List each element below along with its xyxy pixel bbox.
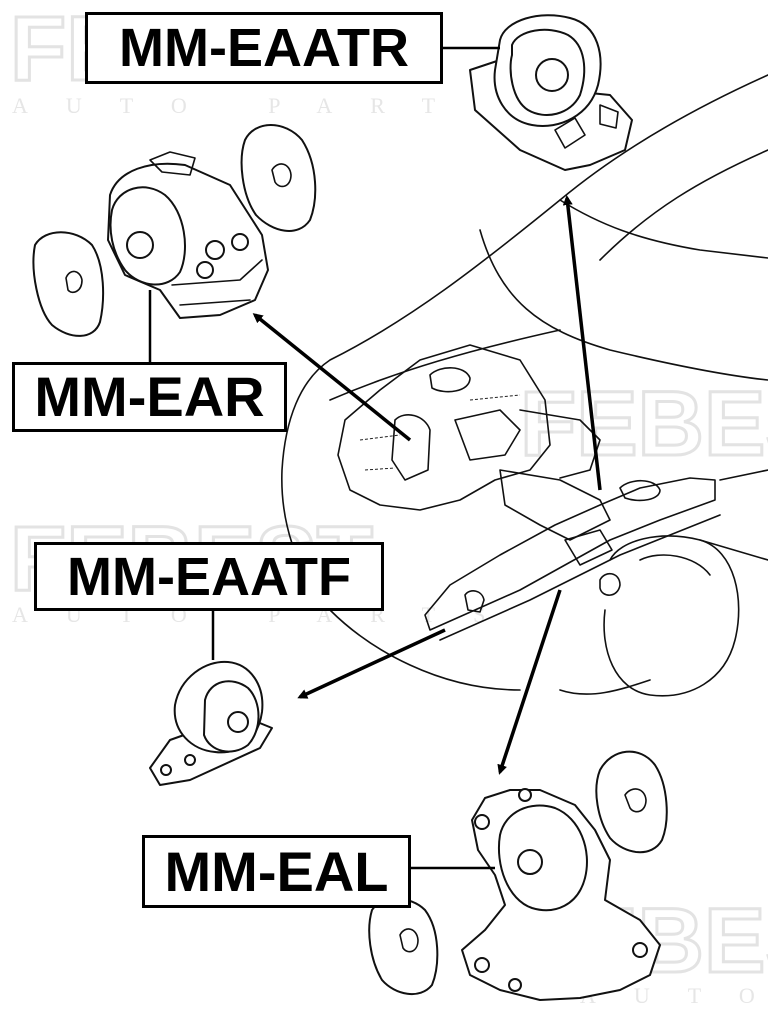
label-mm-eaatf: MM-EAATF xyxy=(34,542,384,611)
part-mm-eaatr xyxy=(469,14,633,171)
car-body-outline xyxy=(281,74,768,697)
arrow-to-mm-eaatf xyxy=(297,628,446,699)
part-mm-eal xyxy=(368,750,668,1001)
part-mm-eaatf xyxy=(149,660,273,786)
label-mm-ear: MM-EAR xyxy=(12,362,287,432)
label-leaders xyxy=(148,46,500,870)
arrow-to-mm-eaatr xyxy=(562,195,602,491)
pointer-arrows xyxy=(252,195,602,775)
engine-assembly xyxy=(337,344,611,541)
part-mm-ear xyxy=(32,124,317,337)
watermark-tagline: AUTO PARTS xyxy=(12,93,523,118)
arrow-to-mm-ear xyxy=(252,313,412,442)
label-mm-eal: MM-EAL xyxy=(142,835,411,908)
watermark-middle-right: FEBEST xyxy=(519,372,768,477)
watermark-brand: FEBEST xyxy=(520,373,768,475)
arrow-to-mm-eal xyxy=(497,589,562,775)
subframe-crossmember xyxy=(424,477,721,641)
label-mm-eaatr: MM-EAATR xyxy=(85,12,443,84)
